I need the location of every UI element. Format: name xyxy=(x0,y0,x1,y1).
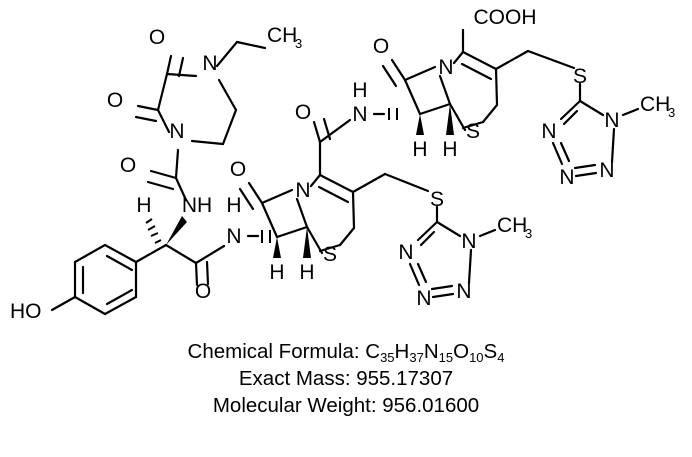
cephem-core-lower xyxy=(238,140,430,258)
formula-element: S xyxy=(483,340,498,363)
oxygen-atom-label: O xyxy=(373,35,389,58)
methyl-group-label: CH xyxy=(267,24,297,47)
methyl-subscript: 3 xyxy=(668,105,675,120)
oxygen-atom-label: O xyxy=(295,101,311,124)
molecular-weight-label: Molecular Weight: xyxy=(212,394,377,417)
molecular-weight-line: Molecular Weight: 956.01600 xyxy=(0,392,692,419)
nitrogen-atom-label: N xyxy=(559,166,574,189)
hydrogen-atom-label: H xyxy=(226,194,241,217)
formula-element: C xyxy=(365,340,381,363)
atom-label-layer: O O N N CH 3 O H NH HO O H N O N S H H S… xyxy=(10,6,675,323)
carboxylic-acid-label: COOH xyxy=(474,6,537,29)
formula-count: 37 xyxy=(409,350,424,365)
hydrogen-atom-label: H xyxy=(352,79,367,102)
exact-mass-line: Exact Mass: 955.17307 xyxy=(0,365,692,392)
formula-count: 15 xyxy=(438,350,454,365)
formula-element: N xyxy=(423,340,439,363)
nitrogen-atom-label: N xyxy=(226,225,241,248)
formula-element: H xyxy=(394,340,410,363)
molecular-weight-value: 956.01600 xyxy=(382,394,480,417)
hydrogen-atom-label: H xyxy=(269,261,284,284)
chemical-formula-line: Chemical Formula: C35H37N15O10S4 xyxy=(0,338,692,365)
nitrogen-atom-label: N xyxy=(604,109,619,132)
nitrogen-atom-label: N xyxy=(295,179,310,202)
tetrazole-lower xyxy=(408,205,497,299)
nitrogen-atom-label: N xyxy=(352,103,367,126)
hash-bond-n-c7-upper xyxy=(388,108,398,120)
oxygen-atom-label: O xyxy=(149,26,165,49)
hydrogen-atom-label: H xyxy=(136,194,151,217)
hydrogen-atom-label: H xyxy=(299,261,314,284)
nitrogen-atom-label: N xyxy=(438,56,453,79)
sulfur-atom-label: S xyxy=(323,243,337,266)
methyl-subscript: 3 xyxy=(525,226,532,241)
nitrogen-atom-label: N xyxy=(456,280,471,303)
amine-label: NH xyxy=(182,194,212,217)
formula-count: 35 xyxy=(380,350,395,365)
exact-mass-label: Exact Mass: xyxy=(238,367,351,390)
formula-count: 10 xyxy=(469,350,484,365)
chemical-structure-drawing: O O N N CH 3 O H NH HO O H N O N S H H S… xyxy=(10,6,675,323)
nitrogen-atom-label: N xyxy=(202,52,217,75)
sulfur-atom-label: S xyxy=(430,188,444,211)
sulfur-atom-label: S xyxy=(573,65,587,88)
hydrogen-atom-label: H xyxy=(442,138,457,161)
chemical-formula-label: Chemical Formula: xyxy=(187,340,360,363)
methyl-group-label: CH xyxy=(640,93,670,116)
urea-linker xyxy=(146,148,188,202)
nitrogen-atom-label: N xyxy=(169,120,184,143)
chemical-formula-value: C35H37N15O10S4 xyxy=(365,340,505,365)
nitrogen-atom-label: N xyxy=(461,230,476,253)
hydrogen-atom-label: H xyxy=(412,138,427,161)
hash-bond-glycine-h xyxy=(145,218,162,244)
dioxopiperazine-ring xyxy=(134,40,267,146)
nitrogen-atom-label: N xyxy=(416,287,431,310)
hash-bond-n-c7-lower xyxy=(261,230,271,243)
nitrogen-atom-label: N xyxy=(398,241,413,264)
nitrogen-atom-label: N xyxy=(541,120,556,143)
formula-element: O xyxy=(453,340,470,363)
nitrogen-atom-label: N xyxy=(599,159,614,182)
methyl-group-label: CH xyxy=(497,214,527,237)
hydroxyphenylglycine xyxy=(50,216,226,316)
tetrazole-upper xyxy=(551,82,640,178)
exact-mass-value: 955.17307 xyxy=(356,367,454,390)
hydroxyl-group-label: HO xyxy=(10,300,42,323)
cephem-core-upper xyxy=(372,28,576,135)
interunit-amide xyxy=(312,117,352,144)
oxygen-atom-label: O xyxy=(120,154,136,177)
formula-count: 4 xyxy=(497,350,505,365)
methyl-subscript: 3 xyxy=(295,36,302,51)
oxygen-atom-label: O xyxy=(230,158,246,181)
sulfur-atom-label: S xyxy=(466,120,480,143)
oxygen-atom-label: O xyxy=(107,89,123,112)
oxygen-atom-label: O xyxy=(195,280,211,303)
structure-caption: Chemical Formula: C35H37N15O10S4 Exact M… xyxy=(0,338,692,419)
